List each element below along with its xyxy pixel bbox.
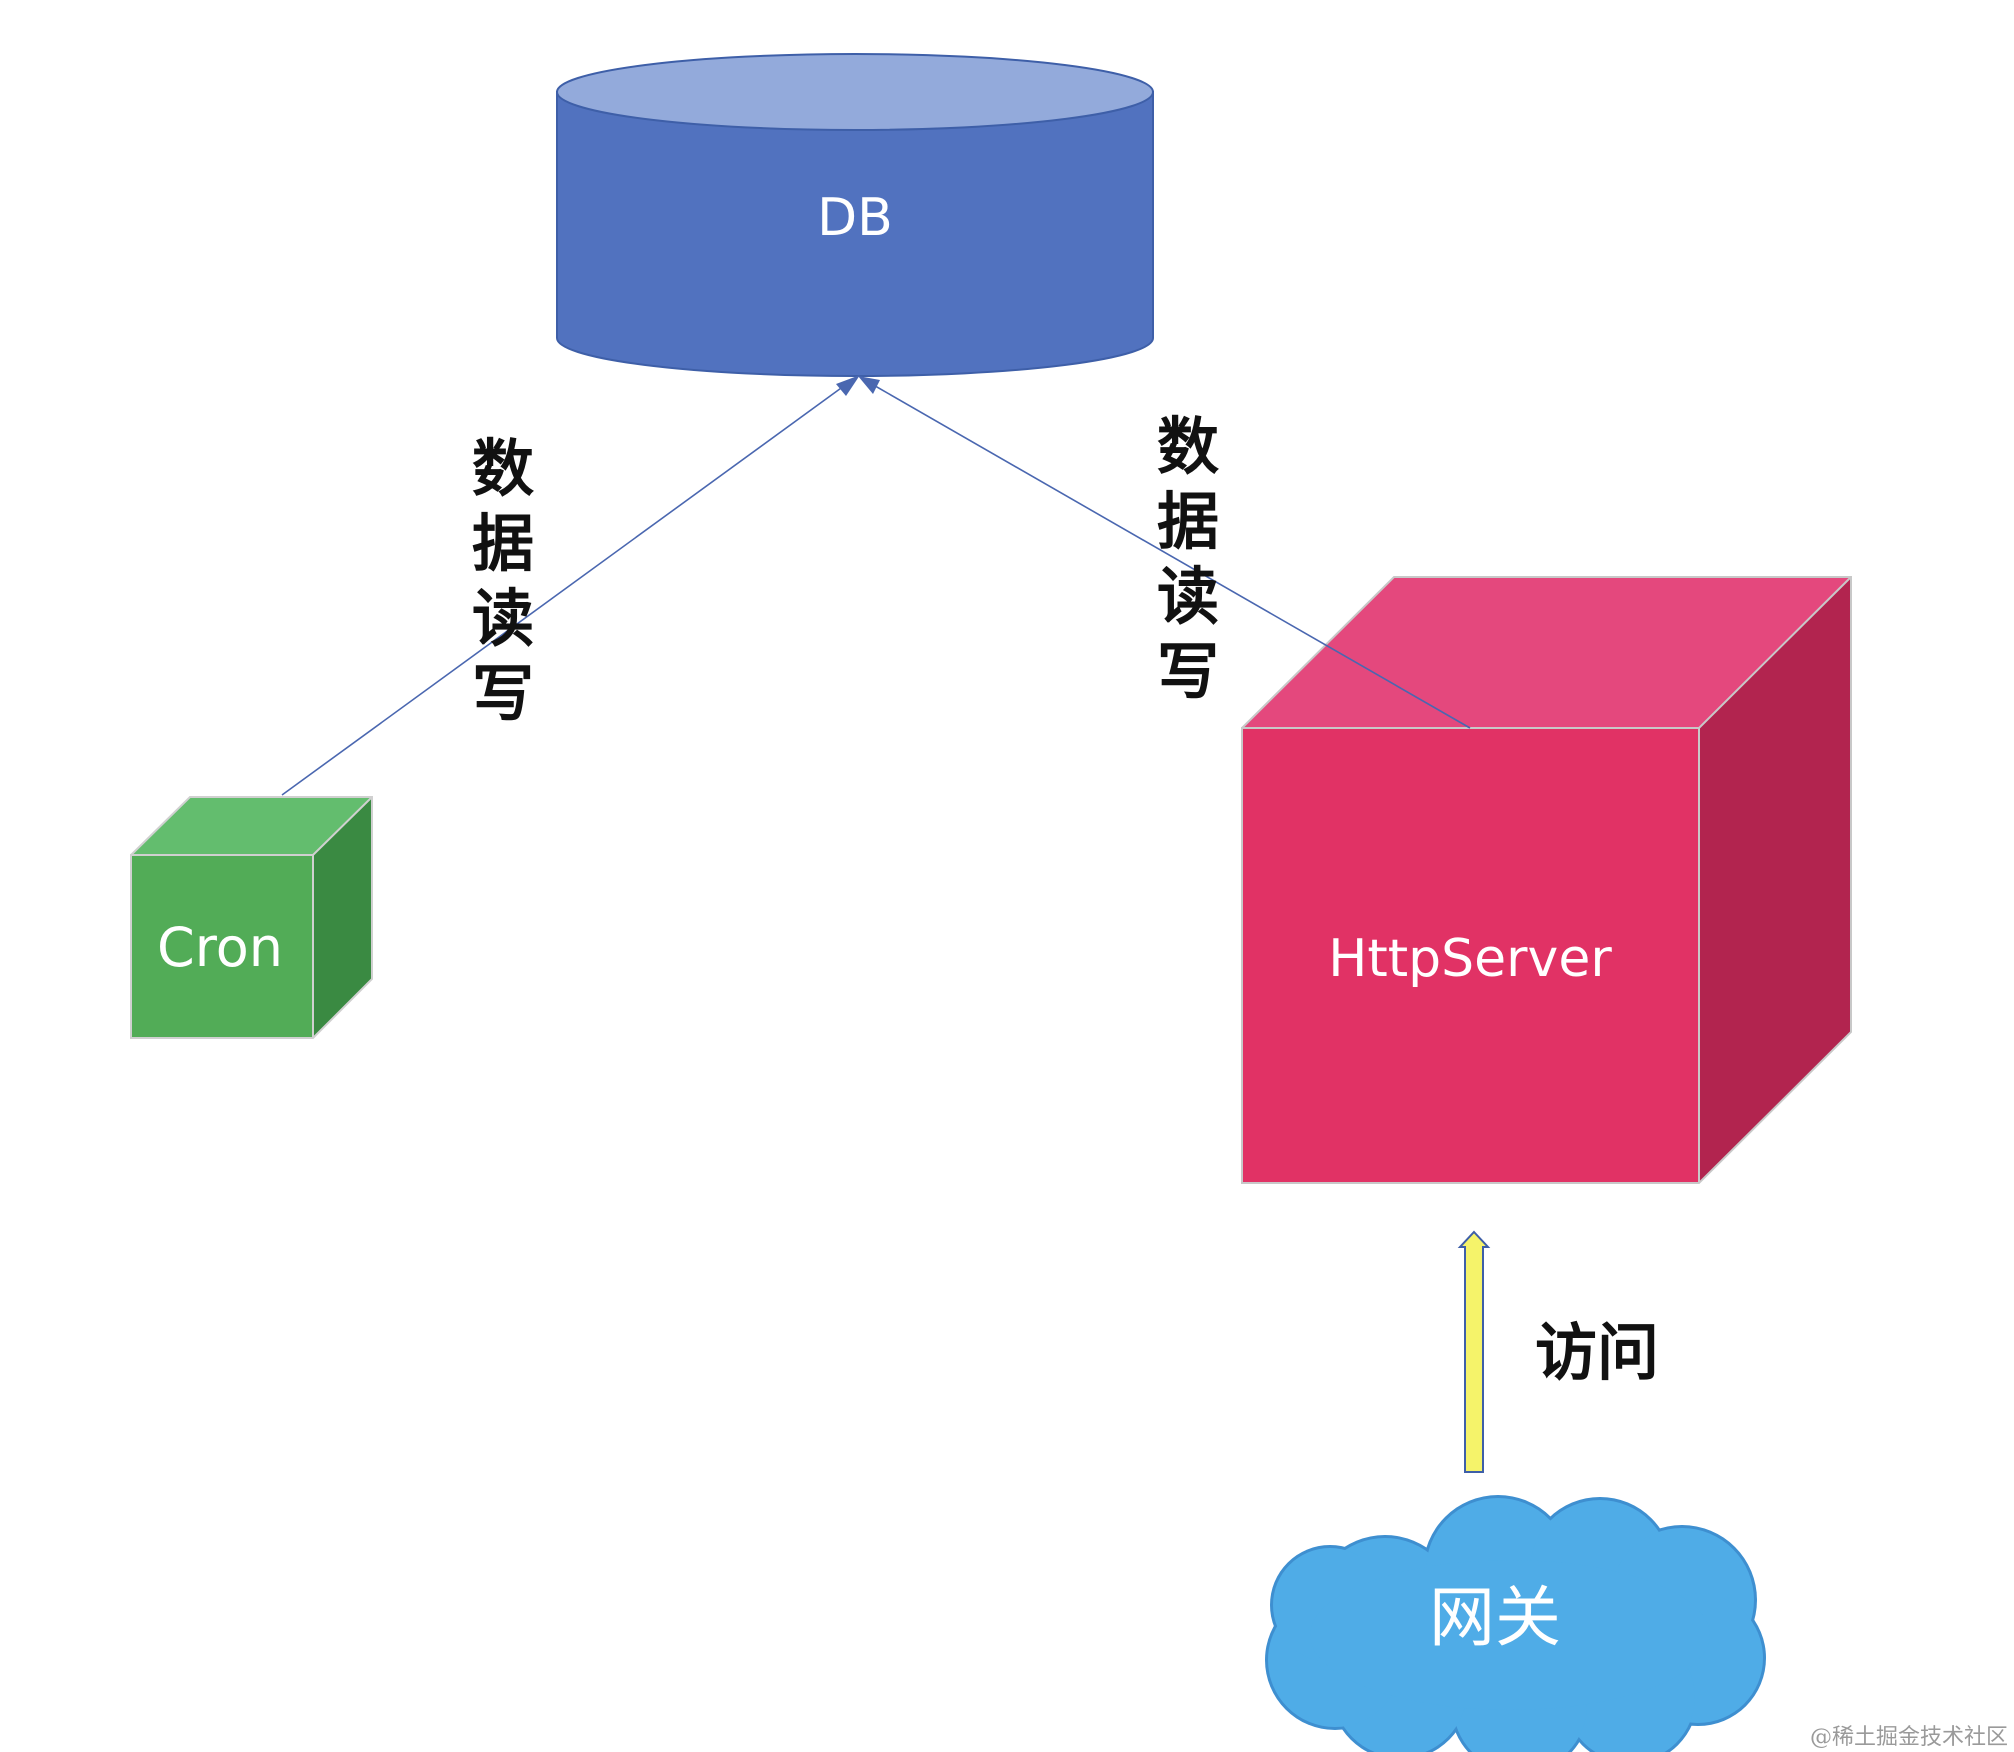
cron-label: Cron xyxy=(157,916,283,979)
gateway-node: 网关 xyxy=(1265,1495,1766,1752)
db-cylinder-body xyxy=(556,91,1154,377)
httpserver-label: HttpServer xyxy=(1328,929,1612,989)
edge-cron-db xyxy=(281,375,860,796)
httpserver-cube-top xyxy=(1242,577,1851,728)
httpserver-cube-side xyxy=(1699,577,1851,1183)
edge-gateway-http-label: 访问 xyxy=(1535,1316,1659,1389)
gateway-label: 网关 xyxy=(1429,1579,1561,1656)
cron-cube-top xyxy=(131,797,372,855)
cron-cube-front xyxy=(131,855,313,1038)
edge-cron-db-line xyxy=(281,382,849,796)
edge-gateway-http xyxy=(1457,1230,1491,1473)
httpserver-node: HttpServer xyxy=(1241,576,1852,1184)
edge-cron-db-label: 数据读写 xyxy=(472,432,534,730)
gateway-cloud-fill xyxy=(1268,1498,1763,1752)
httpserver-cube-front xyxy=(1242,728,1699,1183)
db-label: DB xyxy=(817,188,893,248)
cron-node: Cron xyxy=(130,796,373,1039)
edge-http-db-line xyxy=(869,382,1471,729)
db-node: DB xyxy=(556,53,1154,377)
edge-http-db-arrowhead xyxy=(858,376,880,394)
cron-cube-side xyxy=(313,797,372,1038)
db-cylinder-top xyxy=(556,53,1154,131)
edge-gateway-http-arrow xyxy=(1457,1230,1491,1473)
edge-cron-db-arrowhead xyxy=(836,375,860,396)
edge-http-db xyxy=(858,376,1471,729)
edge-http-db-label: 数据读写 xyxy=(1157,410,1219,708)
watermark: @稀土掘金技术社区 xyxy=(1810,1725,2008,1750)
